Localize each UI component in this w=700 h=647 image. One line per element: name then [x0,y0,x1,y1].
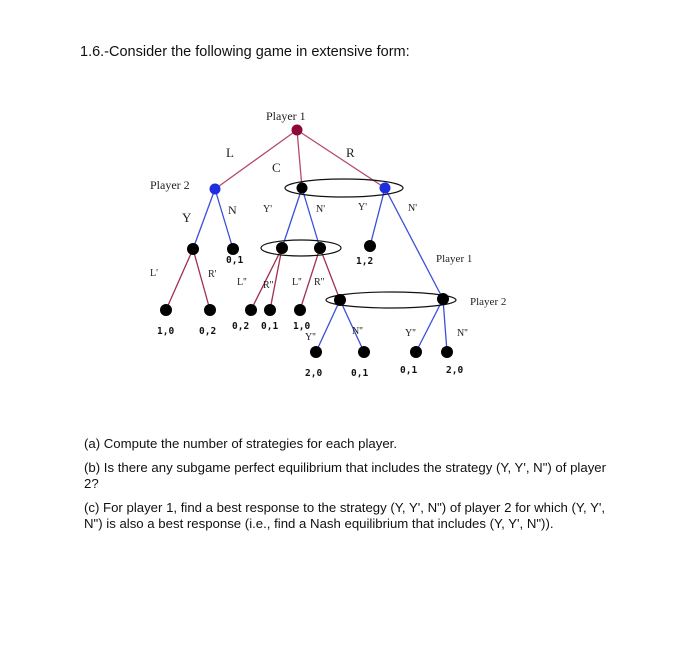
edge-label-N2-a: N'' [352,326,363,337]
problem-title: 1.6.-Consider the following game in exte… [80,44,410,60]
payoff-L2-a: 0,2 [232,321,249,332]
terminal-node-Y1-right [364,240,376,252]
payoff-N: 0,1 [226,255,243,266]
terminal-node-L2-a [245,304,257,316]
edge-label-L2-b: L'' [292,277,302,288]
payoff-N2-b: 2,0 [446,365,463,376]
edge-N2-a [339,299,365,353]
payoff-Y2-a: 2,0 [305,368,322,379]
edge-N [214,188,234,250]
payoff-Y2-b: 0,1 [400,365,417,376]
info-set-p2-top [284,178,404,198]
p2-node-info-bottom-a [334,294,346,306]
terminal-node-L2-b [294,304,306,316]
edge-label-Y1-right: Y' [358,202,367,213]
payoff-R1: 0,2 [199,326,216,337]
edge-root-L [214,129,298,190]
edge-L2-a [250,247,283,311]
edge-label-N1-right: N' [408,203,417,214]
edge-root-C [296,129,303,189]
player-label-p1-right: Player 1 [436,253,472,265]
edge-Y2-a [315,299,341,353]
terminal-node-Y2-a [310,346,322,358]
edge-label-L1: L' [150,268,158,279]
edge-label-N: N [228,203,237,217]
game-tree-diagram: Player 1 Player 2 Player 1 Player 2 L C … [150,109,506,379]
payoff-R2-a: 0,1 [261,321,278,332]
p2-node-right [379,182,391,194]
edge-label-Y1-mid: Y' [263,204,272,215]
edge-Y1-mid [281,187,303,249]
edge-Y [192,188,216,250]
edge-R2-b [319,247,341,301]
edge-label-Y2-b: Y'' [405,328,416,339]
edge-R2-a [269,247,283,311]
edge-label-N2-b: N'' [457,328,468,339]
edge-label-Y2-a: Y'' [305,332,316,343]
edge-label-C: C [272,160,281,175]
payoff-N2-a: 0,1 [351,368,368,379]
payoff-Y1-right: 1,2 [356,256,373,267]
terminal-node-L1 [160,304,172,316]
terminal-node-Y2-b [410,346,422,358]
edge-label-R1: R' [208,269,217,280]
player-label-p2-left: Player 2 [150,178,190,192]
payoff-L2-b: 1,0 [293,321,310,332]
p1-node-after-Y [187,243,199,255]
player-label-p2-right: Player 2 [470,296,506,308]
player-label-root: Player 1 [266,109,306,123]
edge-label-N1-mid: N' [316,204,325,215]
edge-label-L2-a: L'' [237,277,247,288]
p1-node-info-a [276,242,288,254]
edge-L2-b [299,247,321,311]
edge-N1-mid [301,187,321,249]
payoff-L1: 1,0 [157,326,174,337]
edge-N1-right [384,187,444,300]
edge-label-Y: Y [182,210,192,225]
edge-label-R2-a: R'' [263,280,273,291]
p2-node-left [209,183,221,195]
terminal-node-N [227,243,239,255]
p2-node-mid [296,182,308,194]
edge-L1 [165,248,194,311]
edge-root-R [296,129,386,189]
edge-R1 [192,248,211,311]
question-b: (b) Is there any subgame perfect equilib… [84,460,607,491]
question-c: (c) For player 1, find a best response t… [84,500,606,531]
info-set-p1-mid [260,239,342,257]
edge-N2-b [442,298,448,353]
question-a: (a) Compute the number of strategies for… [84,436,397,451]
edge-Y1-right [369,187,386,247]
terminal-node-R2-a [264,304,276,316]
edge-label-L: L [226,145,234,160]
edge-label-R: R [346,145,355,160]
info-set-p2-bottom [325,291,457,309]
root-node [291,124,303,136]
edge-Y2-b [415,298,444,353]
terminal-node-N2-b [441,346,453,358]
p2-node-info-bottom-b [437,293,449,305]
questions-list: (a) Compute the number of strategies for… [84,436,614,540]
edge-label-R2-b: R'' [314,277,324,288]
terminal-node-N2-a [358,346,370,358]
p1-node-info-b [314,242,326,254]
terminal-node-R1 [204,304,216,316]
